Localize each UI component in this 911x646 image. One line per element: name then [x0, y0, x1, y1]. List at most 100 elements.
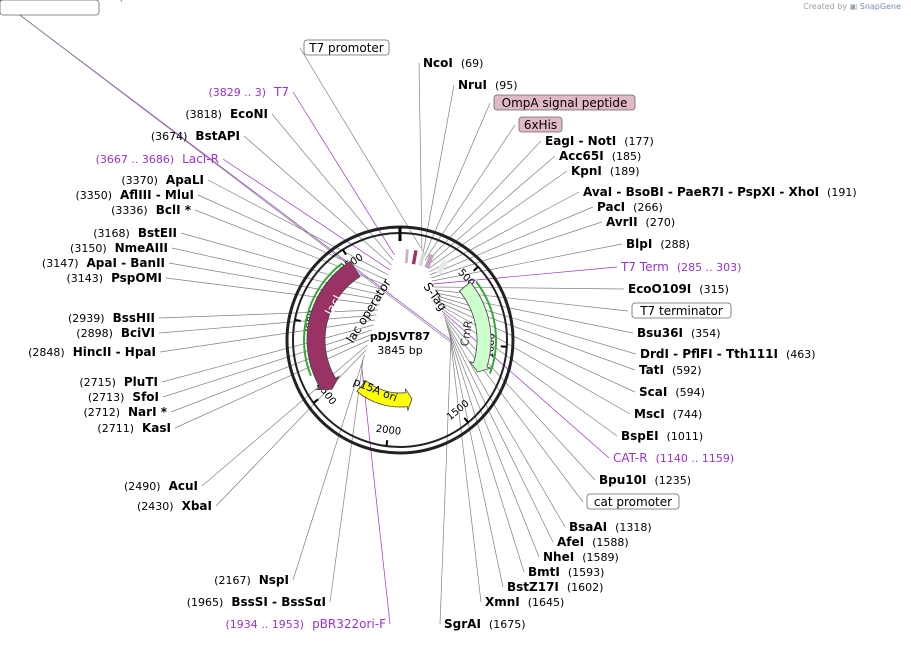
enzyme-site-label: NcoI(69): [423, 56, 483, 70]
label-text: (1934 .. 1953)pBR322ori-F: [226, 617, 387, 631]
ruler-tick: [294, 318, 302, 322]
label-name: MscI: [634, 407, 665, 421]
leader-line: [430, 221, 603, 279]
label-text: EagI - NotI(177): [545, 134, 654, 148]
leader-line: [162, 329, 373, 398]
label-text: (2939)BssHII: [68, 311, 155, 325]
enzyme-site-label: (1965)BssSI - BssSαI: [187, 595, 326, 609]
leader-line: [449, 334, 482, 603]
label-text: DrdI - PflFI - Tth111I(463): [640, 347, 816, 361]
label-pos: (1588): [592, 536, 629, 549]
leader-line: [329, 359, 364, 603]
enzyme-site-label: BmtI(1593): [528, 565, 604, 579]
label-text: SgrAI (1675): [444, 617, 525, 631]
leader-line: [292, 354, 365, 581]
tag-text: T7 terminator: [639, 304, 723, 318]
enzyme-site-label: Bsu36I(354): [637, 326, 721, 340]
leader-line: [448, 331, 504, 588]
leader-line: [441, 310, 610, 459]
leader-line: [438, 301, 636, 393]
snapgene-credit: Created by ▣ SnapGene: [803, 2, 901, 11]
label-pos: (266): [633, 201, 663, 214]
label-name: BssHII: [113, 311, 155, 325]
leader-line: [292, 91, 395, 256]
label-name: SgrAI: [444, 617, 481, 631]
label-pos: (1011): [667, 430, 704, 443]
tag-text: T7 promoter: [308, 41, 384, 55]
label-text: KpnI(189): [571, 164, 640, 178]
enzyme-site-label: ScaI(594): [639, 385, 705, 399]
label-pos: (3150): [70, 242, 107, 255]
feature-block: [418, 251, 426, 267]
enzyme-site-label: BspEI(1011): [621, 429, 703, 443]
label-pos: (315): [699, 283, 729, 296]
leader-line: [426, 155, 556, 267]
label-pos: (1602): [567, 581, 604, 594]
primer-label: (1934 .. 1953)pBR322ori-F: [226, 617, 387, 631]
label-text: BspEI(1011): [621, 429, 703, 443]
label-name: T7 Term: [620, 260, 669, 274]
label-text: TatI(592): [639, 363, 702, 377]
label-text: (2712)NarI *: [83, 405, 167, 419]
leader-line: [168, 262, 382, 301]
enzyme-site-label: (3336)BclI *: [111, 203, 192, 217]
label-name: Bsu36I: [637, 326, 683, 340]
label-name: AvaI - BsoBI - PaeR7I - PspXI - XhoI: [583, 185, 819, 199]
leader-line: [440, 307, 618, 437]
enzyme-site-label: EcoO109I (315): [628, 282, 729, 296]
feature-block: [436, 259, 448, 275]
label-pos: (3370): [121, 174, 158, 187]
label-pos: (2898): [76, 327, 113, 340]
tag-text: OmpA signal peptide: [502, 96, 628, 110]
feature-tag: OmpA signal peptide: [493, 94, 636, 111]
enzyme-site-label: Acc65I(185): [559, 149, 641, 163]
label-text: AvaI - BsoBI - PaeR7I - PspXI - XhoI(191…: [583, 185, 857, 199]
label-name: ScaI: [639, 385, 667, 399]
leader-line: [174, 339, 370, 429]
label-name: T7: [273, 85, 289, 99]
enzyme-site-label: (2898)BciVI: [76, 326, 155, 340]
label-pos: (285 .. 303): [677, 261, 742, 274]
label-pos: (2848): [28, 346, 65, 359]
label-text: PacI(266): [597, 200, 663, 214]
label-text: (3350)AflIII - MluI: [75, 188, 194, 202]
label-text: NruI (95): [458, 78, 518, 92]
enzyme-site-label: XmnI(1645): [485, 595, 564, 609]
label-pos: (95): [495, 79, 518, 92]
label-pos: (2430): [137, 500, 174, 513]
label-pos: (2715): [79, 376, 116, 389]
label-pos: (1965): [187, 596, 224, 609]
label-pos: (592): [672, 364, 702, 377]
leader-line: [423, 102, 491, 258]
label-name: BlpI: [626, 237, 652, 251]
label-name: SfoI: [132, 390, 159, 404]
leader-line: [158, 314, 377, 334]
leader-line: [159, 319, 376, 353]
leader-line: [439, 337, 452, 625]
label-text: (3829 .. 3)T7: [208, 85, 289, 99]
label-text: (3818)EcoNI: [185, 107, 268, 121]
leader-line: [431, 243, 623, 282]
leader-line: [427, 170, 568, 270]
ruler-tick: [385, 440, 389, 447]
leader-line: [425, 140, 542, 264]
enzyme-site-label: (2715)PluTI: [79, 375, 158, 389]
label-text: MscI(744): [634, 407, 702, 421]
label-pos: (3143): [66, 272, 103, 285]
label-name: BclI *: [156, 203, 192, 217]
label-name: EcoO109I: [628, 282, 691, 296]
label-pos: (1675): [489, 618, 526, 631]
label-name: KasI: [142, 421, 171, 435]
label-name: XmnI: [485, 595, 520, 609]
label-text: Bsu36I(354): [637, 326, 721, 340]
leader-line: [197, 194, 388, 281]
label-name: BstEII: [138, 226, 177, 240]
label-pos: (3168): [93, 227, 130, 240]
leader-line: [446, 325, 540, 558]
label-text: (3143)PspOMI: [66, 271, 162, 285]
enzyme-site-label: DrdI - PflFI - Tth111I(463): [640, 347, 816, 361]
label-text: BlpI(288): [626, 237, 690, 251]
snapgene-logo-icon: ▣: [849, 2, 858, 11]
label-name: NruI: [458, 78, 487, 92]
label-name: KpnI: [571, 164, 602, 178]
